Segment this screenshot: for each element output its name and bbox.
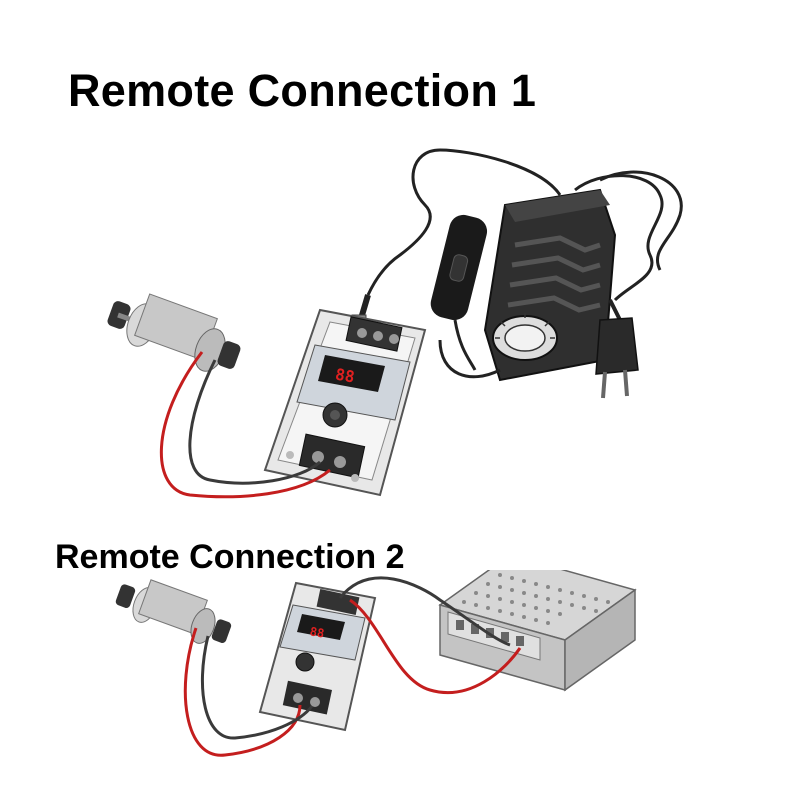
dc-motor-icon: [115, 579, 232, 644]
display-readout: 88: [334, 365, 356, 387]
speed-controller-icon: 88: [258, 581, 377, 732]
dc-motor-icon: [107, 293, 241, 372]
display-readout: 88: [309, 624, 326, 640]
title-remote-connection-1: Remote Connection 1: [68, 65, 537, 116]
inline-switch-icon: [430, 214, 488, 371]
diagram-remote-connection-1: 88: [107, 148, 683, 499]
ac-plug-icon: [595, 299, 639, 399]
switching-power-supply-icon: [438, 570, 637, 692]
diagram-remote-connection-2: 88: [115, 570, 637, 757]
title-remote-connection-2: Remote Connection 2: [55, 538, 405, 576]
speed-controller-icon: 88: [263, 308, 427, 497]
